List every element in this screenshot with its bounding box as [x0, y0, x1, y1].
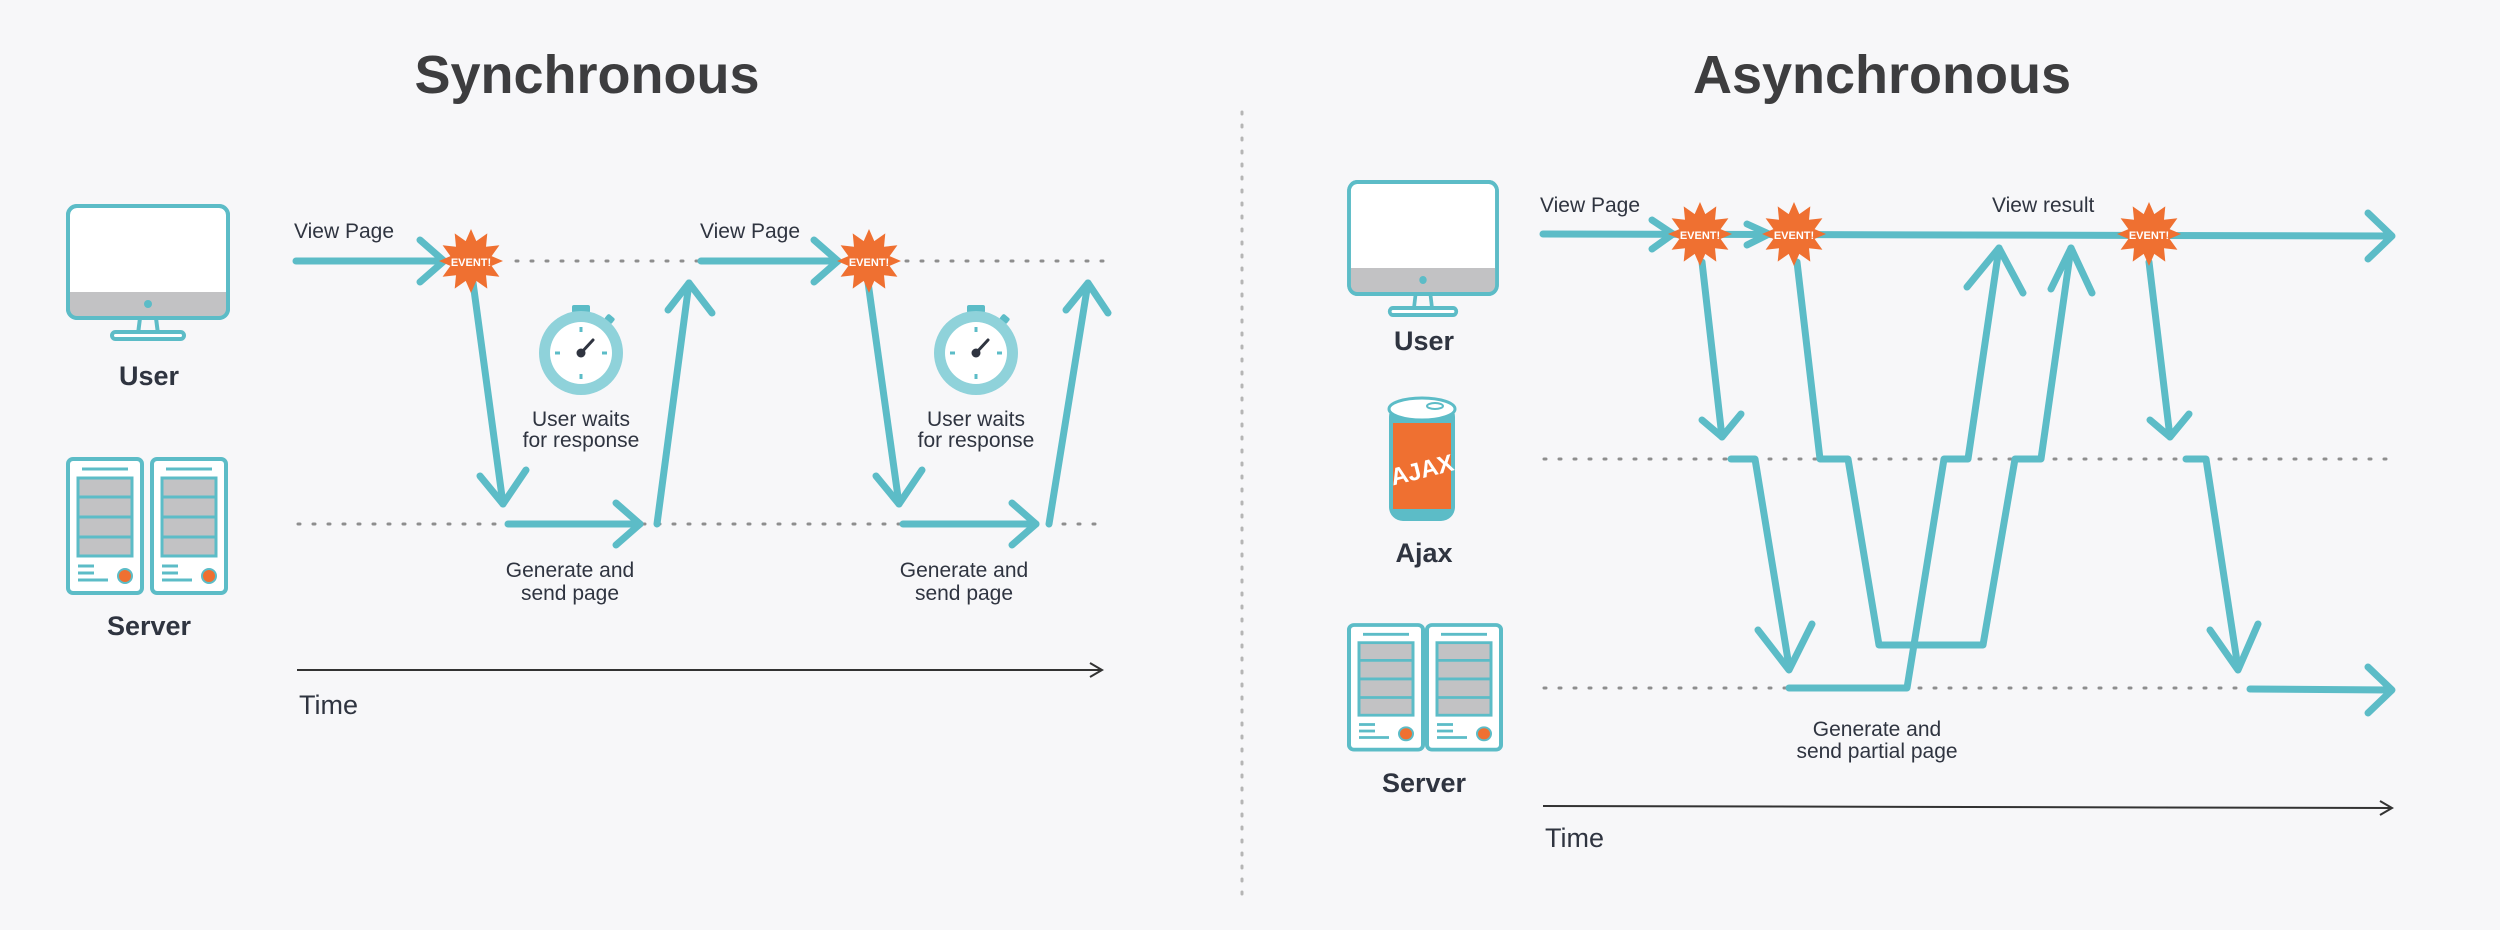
sync-server-label: Server — [107, 611, 192, 641]
sync-generate-2-line-2: send page — [915, 582, 1013, 605]
async-title: Asynchronous — [1693, 45, 2071, 105]
sync-wait-1-line-1: User waits — [532, 408, 630, 431]
async-user-label: User — [1394, 326, 1455, 356]
async-flow-arrows — [1539, 209, 2396, 717]
event-burst-icon: EVENT! — [1668, 202, 1732, 266]
server-icon — [1347, 623, 1503, 752]
async-event-1-label: EVENT! — [1680, 230, 1720, 242]
event-burst-icon: EVENT! — [1762, 202, 1826, 266]
sync-title: Synchronous — [414, 45, 759, 105]
sync-event-1-label: EVENT! — [451, 257, 491, 269]
event-burst-icon: EVENT! — [439, 229, 503, 293]
sync-generate-1-line-1: Generate and — [506, 559, 634, 582]
sync-wait-2-line-1: User waits — [927, 408, 1025, 431]
synchronous-panel: Synchronous User Server — [66, 45, 1112, 720]
monitor-icon — [1347, 180, 1499, 317]
async-view-result: View result — [1992, 194, 2094, 217]
sync-wait-2-line-2: for response — [918, 429, 1035, 452]
async-time-axis — [1542, 800, 2394, 816]
sync-generate-1-line-2: send page — [521, 582, 619, 605]
sync-time-axis — [297, 662, 1104, 678]
sync-event-2-label: EVENT! — [849, 257, 889, 269]
event-burst-icon: EVENT! — [2117, 202, 2181, 266]
server-icon — [66, 457, 228, 595]
async-event-2-label: EVENT! — [1774, 230, 1814, 242]
event-burst-icon: EVENT! — [837, 229, 901, 293]
stopwatch-icon — [932, 303, 1020, 397]
async-generate-line-2: send partial page — [1796, 740, 1957, 763]
sync-user-label: User — [119, 361, 180, 391]
ajax-can-icon: AJAX — [1387, 396, 1457, 521]
sync-view-page-2: View Page — [700, 220, 800, 243]
async-event-3-label: EVENT! — [2129, 230, 2169, 242]
sync-view-page-1: View Page — [294, 220, 394, 243]
async-generate-line-1: Generate and — [1813, 718, 1941, 741]
stopwatch-icon — [537, 303, 625, 397]
async-time-label: Time — [1545, 823, 1604, 853]
sync-flow-arrows — [292, 236, 1112, 549]
sync-wait-1-line-2: for response — [523, 429, 640, 452]
monitor-icon — [66, 204, 230, 341]
sync-generate-2-line-1: Generate and — [900, 559, 1028, 582]
sync-time-label: Time — [299, 690, 358, 720]
async-server-label: Server — [1382, 768, 1467, 798]
async-ajax-label: Ajax — [1395, 538, 1452, 568]
asynchronous-panel: Asynchronous User AJAX Ajax Server — [1347, 45, 2397, 853]
async-view-page: View Page — [1540, 194, 1640, 217]
